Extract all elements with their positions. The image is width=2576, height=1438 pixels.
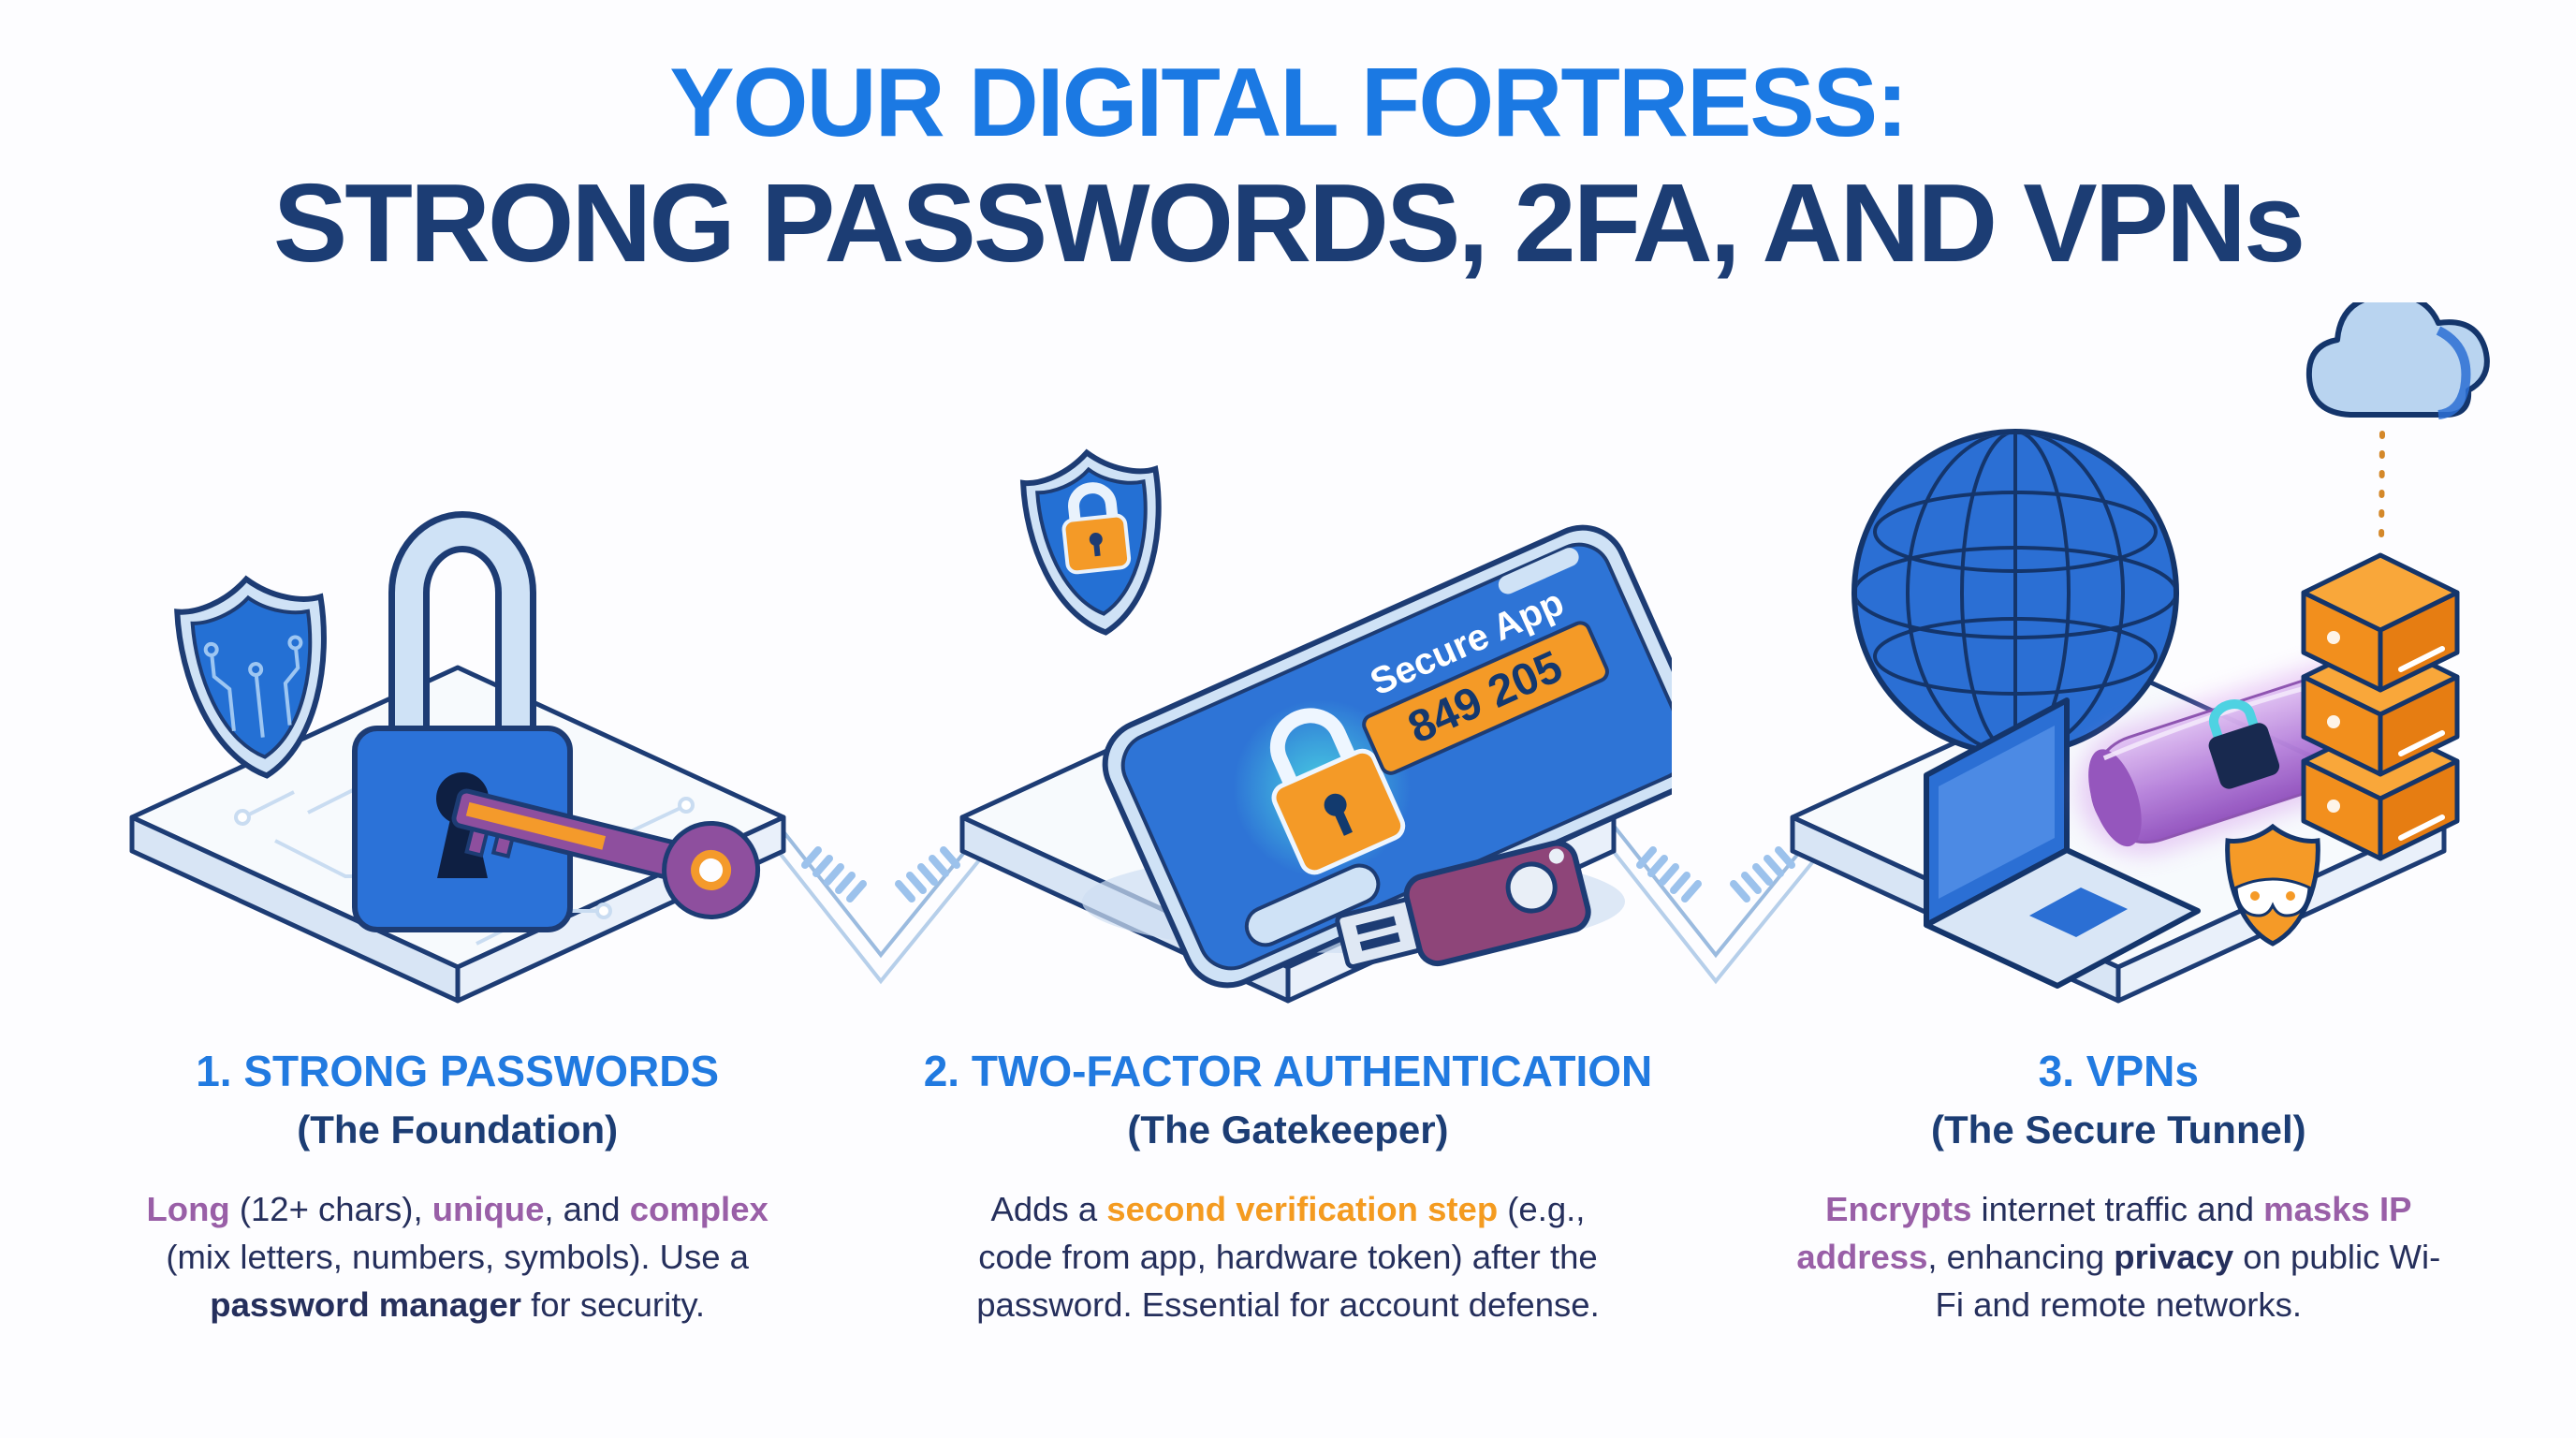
mask-shield-icon bbox=[2225, 824, 2321, 947]
data-dashes bbox=[1636, 846, 1795, 902]
body-segment: password manager bbox=[210, 1284, 521, 1324]
cloud-icon bbox=[2306, 302, 2491, 420]
laptop-icon bbox=[1924, 697, 2202, 990]
globe-icon bbox=[1852, 429, 2180, 757]
page-title-line2: STRONG PASSWORDS, 2FA, AND VPNs bbox=[272, 160, 2305, 286]
phone-notch bbox=[1498, 548, 1579, 594]
section-body: Encrypts internet traffic and masks IP a… bbox=[1789, 1186, 2449, 1328]
section-body: Adds a second verification step (e.g., c… bbox=[958, 1186, 1617, 1328]
shield-2fa-icon bbox=[1019, 448, 1162, 637]
body-segment: Long bbox=[146, 1190, 230, 1229]
body-segment: on public Wi-Fi and remote networks. bbox=[1935, 1238, 2441, 1324]
illustration-strong-passwords bbox=[129, 511, 786, 1004]
body-segment: unique bbox=[432, 1190, 545, 1229]
body-segment: privacy bbox=[2114, 1238, 2234, 1277]
key-icon bbox=[451, 788, 760, 920]
body-segment: for security. bbox=[520, 1284, 706, 1324]
section-subheading: (The Secure Tunnel) bbox=[1931, 1108, 2306, 1152]
usb-security-key-icon bbox=[1335, 841, 1591, 970]
data-dashes bbox=[801, 846, 960, 902]
body-segment: , and bbox=[544, 1190, 630, 1229]
connector-line bbox=[1612, 824, 1820, 985]
illustration-vpns bbox=[1790, 302, 2491, 1004]
body-segment: complex bbox=[629, 1190, 768, 1229]
body-segment: (e.g., code from app, hardware token) af… bbox=[976, 1190, 1600, 1324]
section-strong-passwords: 1. STRONG PASSWORDS (The Foundation) Lon… bbox=[28, 302, 886, 1328]
screen-padlock-icon bbox=[1269, 708, 1406, 875]
server-stack-icon bbox=[2301, 431, 2460, 861]
section-body: Long (12+ chars), unique, and complex (m… bbox=[127, 1186, 787, 1328]
section-subheading: (The Gatekeeper) bbox=[1127, 1108, 1449, 1152]
section-heading: 3. VPNs bbox=[2038, 1047, 2199, 1096]
home-pill bbox=[1244, 864, 1381, 947]
circuit-shield-icon bbox=[173, 575, 327, 780]
section-vpns: 3. VPNs (The Secure Tunnel) Encrypts int… bbox=[1690, 302, 2548, 1328]
title-block: YOUR DIGITAL FORTRESS: STRONG PASSWORDS,… bbox=[0, 0, 2576, 287]
sections-row: 1. STRONG PASSWORDS (The Foundation) Lon… bbox=[0, 302, 2576, 1328]
body-segment: masks IP address bbox=[1796, 1190, 2412, 1277]
body-segment: (12+ chars), bbox=[229, 1190, 432, 1229]
body-segment: Encrypts bbox=[1825, 1190, 1972, 1229]
section-two-factor: Secure App 849 205 2. TWO-FACTOR AUTHENT… bbox=[858, 302, 1717, 1328]
body-segment: internet traffic and bbox=[1971, 1190, 2264, 1229]
illustration-two-factor: Secure App 849 205 bbox=[959, 448, 1672, 1004]
section-heading: 1. STRONG PASSWORDS bbox=[196, 1047, 720, 1096]
tunnel-padlock-icon bbox=[2208, 699, 2280, 790]
body-segment: Adds a bbox=[990, 1190, 1107, 1229]
body-segment: second verification step bbox=[1106, 1190, 1499, 1229]
padlock-icon bbox=[351, 511, 573, 933]
section-subheading: (The Foundation) bbox=[297, 1108, 619, 1152]
page-title-line1: YOUR DIGITAL FORTRESS: bbox=[669, 49, 1909, 157]
body-segment: , enhancing bbox=[1927, 1238, 2115, 1277]
section-heading: 2. TWO-FACTOR AUTHENTICATION bbox=[923, 1047, 1653, 1096]
connector-line bbox=[777, 824, 985, 985]
body-segment: (mix letters, numbers, symbols). Use a bbox=[166, 1238, 749, 1277]
code-badge bbox=[1362, 621, 1609, 776]
